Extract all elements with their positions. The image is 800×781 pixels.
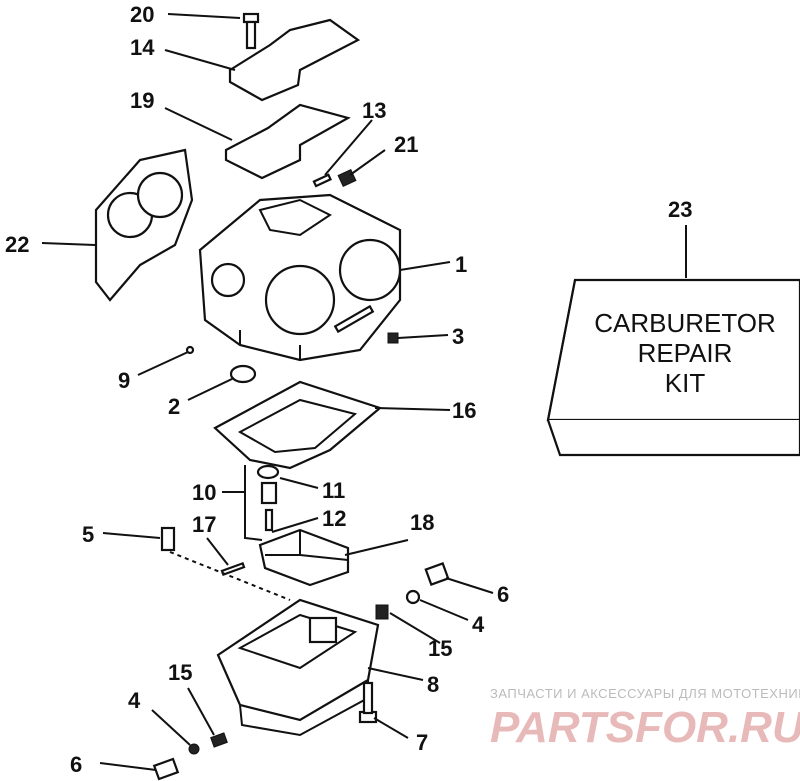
leader-lines — [41, 13, 687, 771]
watermark-tagline: ЗАПЧАСТИ И АКСЕССУАРЫ ДЛЯ МОТОТЕХНИКИ — [490, 686, 800, 701]
callout-6-right: 6 — [497, 582, 509, 607]
callout-21: 21 — [394, 132, 418, 157]
kit-label-line-2: REPAIR — [638, 338, 733, 368]
gasket-2 — [229, 364, 257, 384]
callout-3: 3 — [452, 324, 464, 349]
repair-kit-box-23: CARBURETOR REPAIR KIT — [546, 278, 800, 457]
callout-11: 11 — [322, 478, 345, 503]
washer-4-lower — [188, 743, 200, 755]
gasket-19 — [224, 103, 351, 180]
needle-seat-10 — [260, 481, 278, 505]
callout-12: 12 — [322, 506, 346, 531]
callout-17: 17 — [192, 512, 216, 537]
bowl-gasket-16 — [213, 380, 383, 470]
callout-6-lower: 6 — [70, 752, 82, 777]
screw-7 — [358, 681, 378, 724]
plug-3 — [387, 332, 399, 344]
plug-6-lower — [152, 757, 180, 781]
callout-15-right: 15 — [428, 636, 452, 661]
washer-4-right — [405, 589, 421, 605]
jet-5 — [160, 526, 176, 552]
callout-4-lower: 4 — [128, 688, 141, 713]
float-18 — [258, 528, 350, 587]
jet-15-right — [375, 604, 389, 620]
jet-15-lower — [210, 732, 228, 748]
callout-4-right: 4 — [472, 612, 485, 637]
callout-9: 9 — [118, 368, 130, 393]
kit-label-line-1: CARBURETOR — [594, 308, 776, 338]
float-pin-17 — [220, 561, 246, 577]
watermark-logo: PARTSFOR.RU — [490, 703, 800, 752]
float-bowl-8 — [216, 598, 380, 737]
callout-8: 8 — [427, 672, 439, 697]
washer-11 — [256, 464, 280, 480]
callout-15-lower: 15 — [168, 660, 192, 685]
pin-13 — [312, 173, 332, 188]
kit-label-line-3: KIT — [665, 368, 706, 398]
callout-1: 1 — [455, 252, 467, 277]
callout-14: 14 — [130, 35, 155, 60]
callout-20: 20 — [130, 2, 154, 27]
callout-2: 2 — [168, 394, 180, 419]
callout-19: 19 — [130, 88, 154, 113]
ball-9 — [185, 345, 195, 355]
needle-12 — [264, 508, 274, 532]
screw-20 — [242, 12, 260, 50]
callout-18: 18 — [410, 510, 434, 535]
callout-13: 13 — [362, 98, 386, 123]
callout-5: 5 — [82, 522, 94, 547]
callout-23: 23 — [668, 197, 692, 222]
plug-6-right — [424, 561, 450, 587]
carburetor-body-1 — [198, 193, 402, 362]
cover-gasket-14 — [228, 18, 361, 102]
callout-16: 16 — [452, 398, 476, 423]
callout-10: 10 — [192, 480, 216, 505]
callout-22: 22 — [5, 232, 29, 257]
callout-7: 7 — [416, 730, 428, 755]
